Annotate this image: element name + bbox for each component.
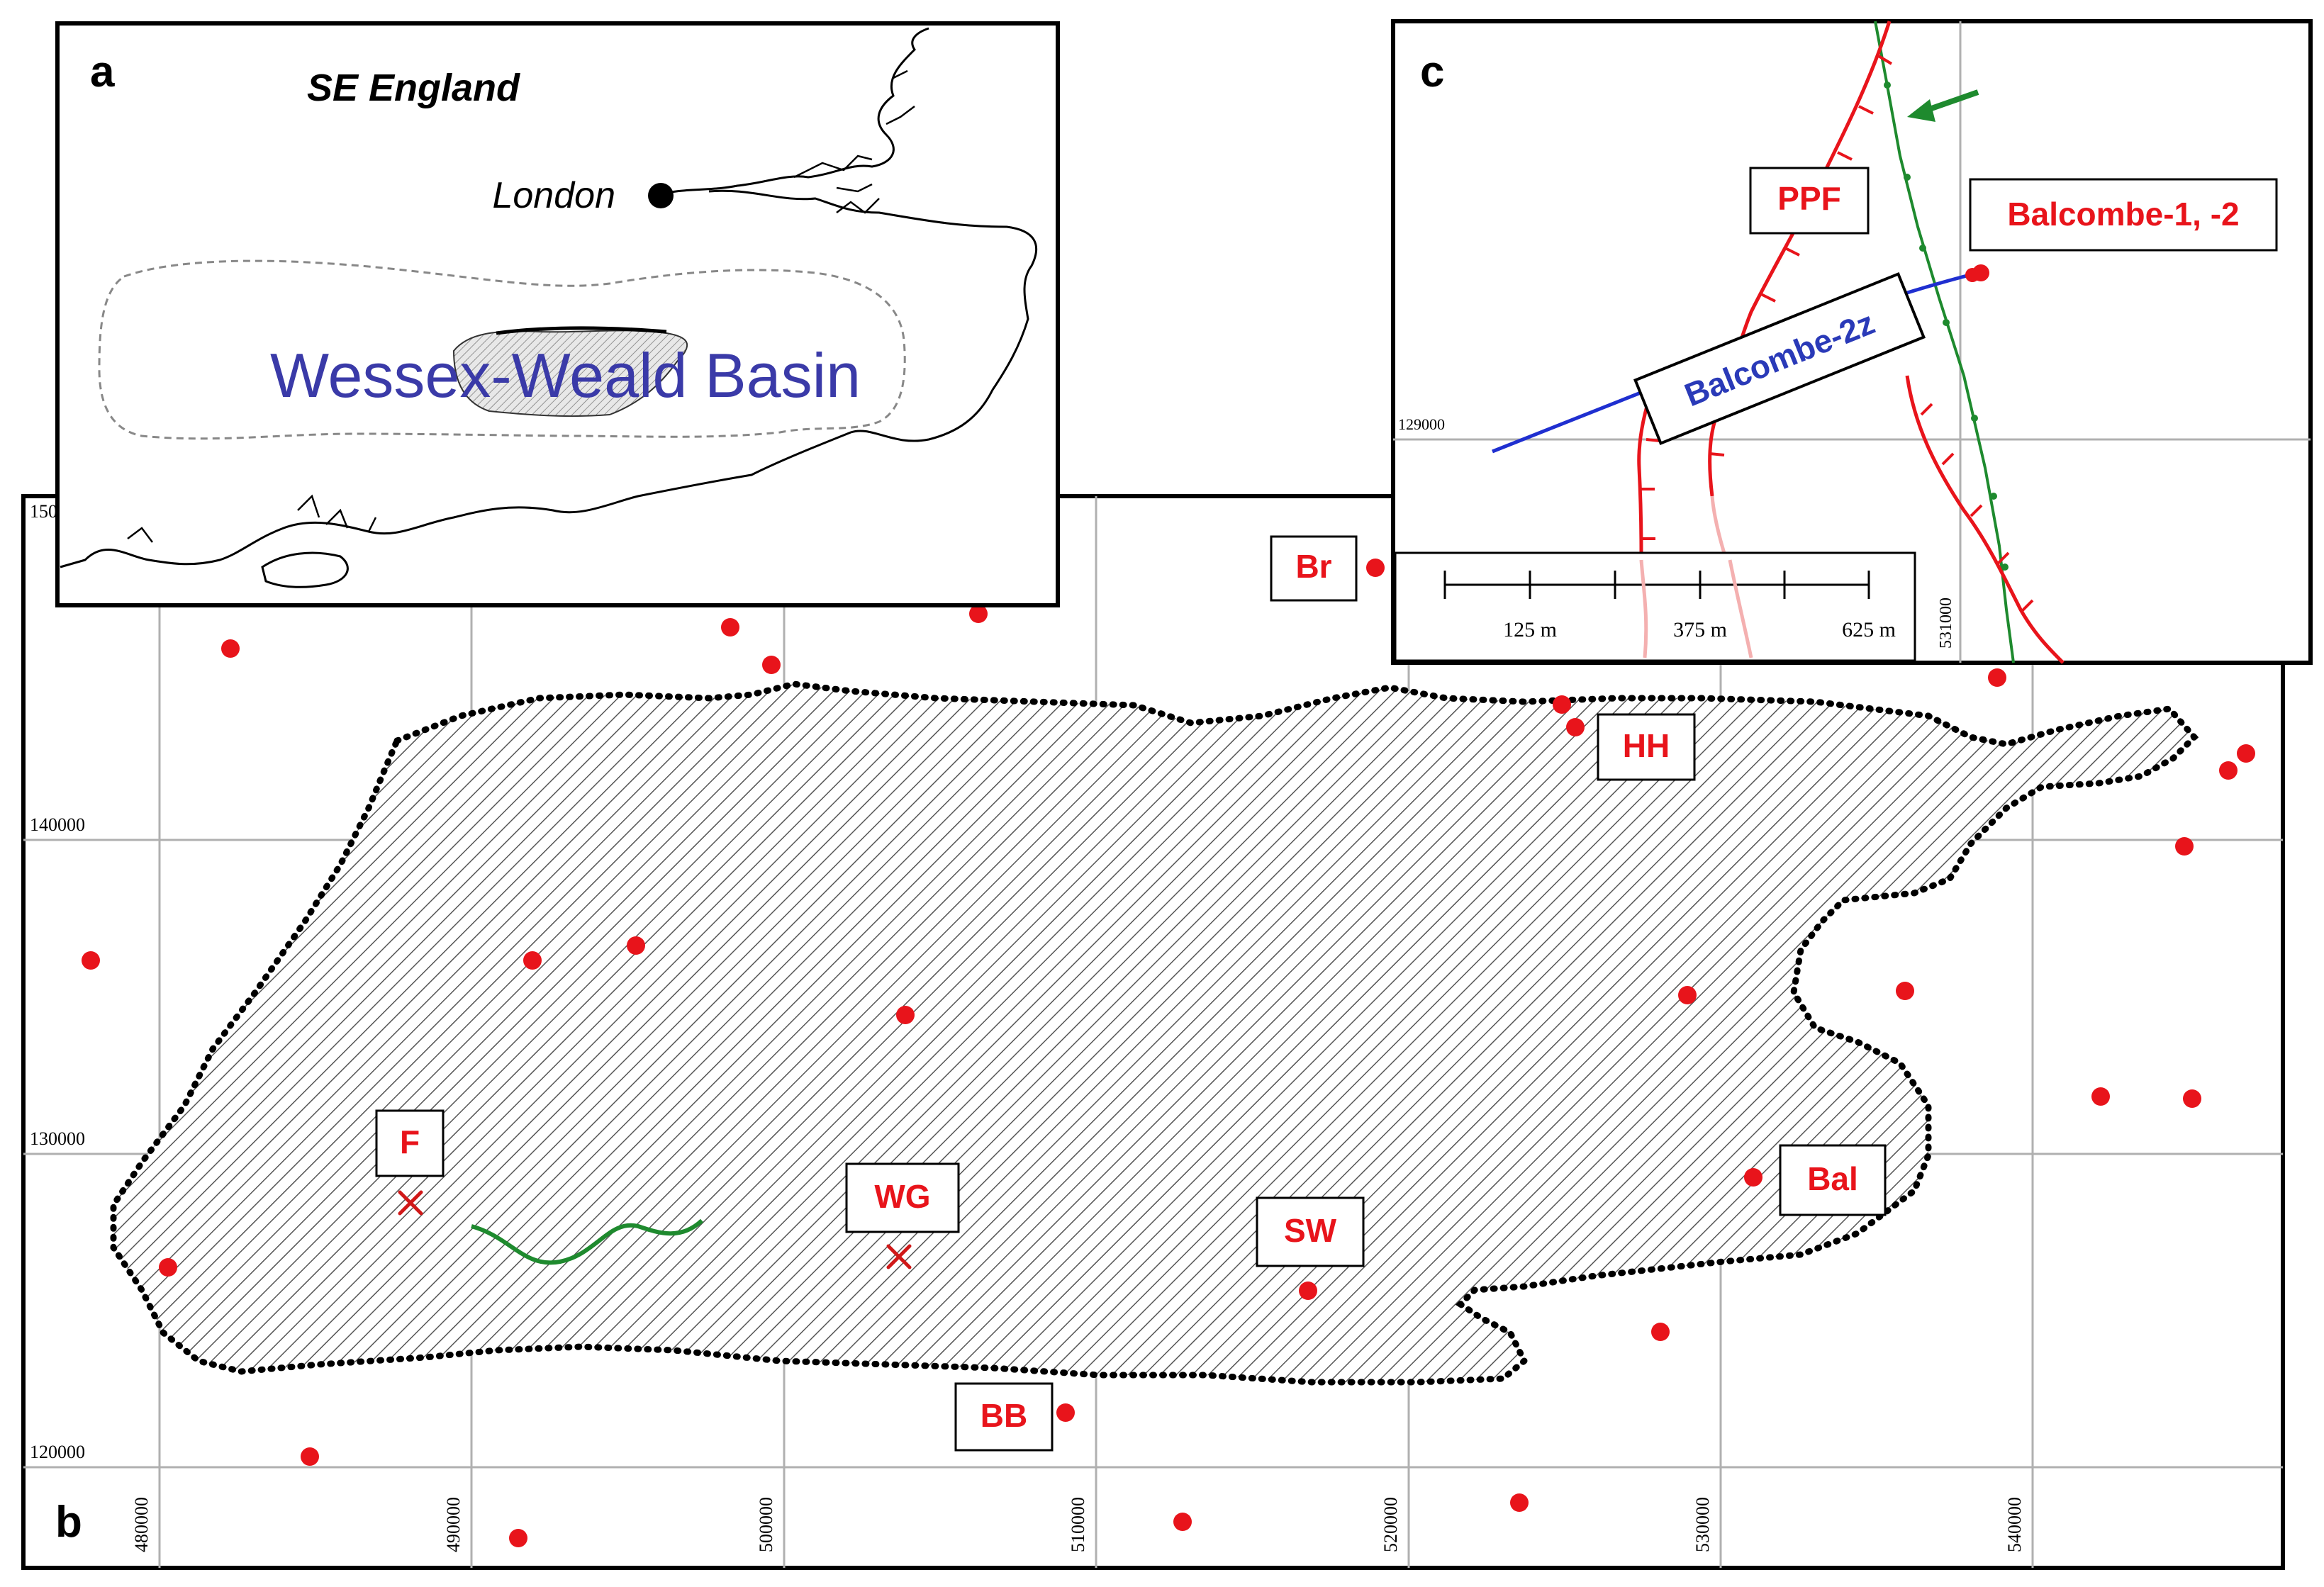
- label-br: Br: [1270, 535, 1358, 602]
- well-dot: [159, 1258, 177, 1277]
- well-dot: [1553, 695, 1571, 714]
- label-bal-text: Bal: [1807, 1160, 1858, 1197]
- label-f-text: F: [400, 1123, 420, 1160]
- well-dot: [1056, 1403, 1075, 1422]
- seismic-line-ticks: [1884, 82, 2009, 571]
- well-dot: [627, 936, 645, 955]
- ppf-label: PPF: [1749, 167, 1870, 235]
- scale-label-625: 625 m: [1842, 618, 1896, 641]
- well-dot: [1678, 986, 1697, 1004]
- region-title: SE England: [307, 67, 520, 109]
- green-arrow-icon: [1907, 89, 1979, 122]
- well-dot: [2183, 1089, 2201, 1108]
- grid-x-label-490000: 490000: [443, 1497, 464, 1552]
- label-bal: Bal: [1779, 1144, 1887, 1216]
- coastline: [60, 189, 1038, 568]
- grid-x-label-530000: 530000: [1692, 1497, 1713, 1552]
- well-dot: [1299, 1282, 1317, 1300]
- london-label: London: [492, 175, 615, 216]
- grid-x-label-480000: 480000: [131, 1497, 152, 1552]
- panel-c-inset: 129000 531000: [1391, 19, 2313, 665]
- grid-x-label-540000: 540000: [2004, 1497, 2025, 1552]
- balcombe-well-label: Balcombe-1, -2: [1969, 178, 2278, 252]
- well-dot: [2237, 744, 2255, 763]
- ppf-label-text: PPF: [1777, 180, 1840, 217]
- label-bb-text: BB: [981, 1397, 1027, 1434]
- well-dot: [301, 1447, 319, 1466]
- label-f: F: [375, 1109, 445, 1177]
- well-dot: [762, 656, 781, 674]
- panel-c-letter: c: [1420, 47, 1444, 96]
- label-hh-text: HH: [1623, 727, 1670, 764]
- well-dot: [523, 951, 542, 970]
- panel-b-map: 480000 490000 500000 510000 520000 53000…: [21, 494, 2285, 1570]
- panel-b-wells: [82, 559, 2255, 1547]
- panel-a-letter: a: [90, 47, 115, 96]
- well-dot: [1988, 668, 2006, 687]
- grid-y-label-130000: 130000: [30, 1128, 85, 1149]
- estuary-detail: [793, 69, 915, 214]
- fault-ppf: [1708, 21, 1892, 497]
- well-dot: [1651, 1323, 1670, 1341]
- weald-basin-outcrop: [110, 680, 2199, 1386]
- well-dot: [1366, 559, 1385, 577]
- basin-label: Wessex-Weald Basin: [270, 340, 861, 410]
- well-dot: [1173, 1513, 1192, 1531]
- scale-label-375: 375 m: [1673, 618, 1727, 641]
- panel-c-grid: [1393, 21, 2311, 663]
- panel-a-frame: [55, 21, 1060, 607]
- grid-x-label-520000: 520000: [1380, 1497, 1401, 1552]
- weald-outcrop-small: [452, 330, 688, 417]
- panel-c-grid-x-label: 531000: [1937, 598, 1955, 649]
- balcombe-well-marker-2: [1965, 268, 1979, 282]
- well-dot: [896, 1006, 915, 1024]
- panel-b-letter: b: [55, 1498, 82, 1547]
- basin-outline: [98, 259, 906, 440]
- grid-x-label-510000: 510000: [1068, 1497, 1088, 1552]
- label-sw: SW: [1256, 1196, 1365, 1267]
- well-dot: [969, 605, 988, 623]
- label-bb: BB: [954, 1382, 1054, 1452]
- london-marker: [648, 183, 674, 208]
- panel-b-x-markers: [398, 1190, 912, 1269]
- scale-label-125: 125 m: [1503, 618, 1557, 641]
- well-dot: [1896, 982, 1914, 1000]
- panel-b-well-labels: Br HH F WG SW Bal: [375, 535, 1887, 1452]
- x-marker-wg: [886, 1244, 912, 1269]
- grid-y-label-120000: 120000: [30, 1442, 85, 1462]
- weald-north-edge: [496, 326, 667, 335]
- well-dot: [1744, 1168, 1762, 1187]
- panel-c-faults: [1637, 21, 2065, 664]
- x-marker-f: [398, 1190, 423, 1216]
- label-br-text: Br: [1295, 548, 1331, 585]
- well-dot: [2219, 761, 2238, 780]
- label-wg-text: WG: [874, 1178, 930, 1215]
- label-sw-text: SW: [1284, 1212, 1337, 1249]
- grid-x-label-500000: 500000: [756, 1497, 776, 1552]
- label-hh: HH: [1597, 713, 1696, 781]
- well-dot: [82, 951, 100, 970]
- scale-bar: 125 m 375 m 625 m: [1394, 551, 1916, 662]
- well-dot: [509, 1529, 527, 1547]
- well-dot: [2175, 837, 2194, 856]
- well-dot: [221, 639, 240, 658]
- well-dot: [1510, 1493, 1529, 1512]
- seismic-line-panel-b: [471, 1218, 704, 1265]
- harbour-detail: [127, 494, 377, 543]
- isle-of-wight: [261, 551, 349, 588]
- panel-c-grid-y-label: 129000: [1398, 415, 1445, 433]
- label-wg: WG: [845, 1162, 960, 1233]
- thames-estuary: [659, 27, 929, 196]
- well-dot: [721, 618, 739, 637]
- well-dot: [2091, 1087, 2110, 1106]
- fault-west: [1637, 389, 1654, 554]
- fault-east: [1905, 375, 2065, 664]
- well-dot: [1566, 718, 1585, 736]
- panel-a-inset: London SE England Wessex-Weald Basin a: [55, 21, 1060, 607]
- balcombe-well-label-text: Balcombe-1, -2: [2007, 196, 2239, 232]
- grid-y-label-140000: 140000: [30, 814, 85, 835]
